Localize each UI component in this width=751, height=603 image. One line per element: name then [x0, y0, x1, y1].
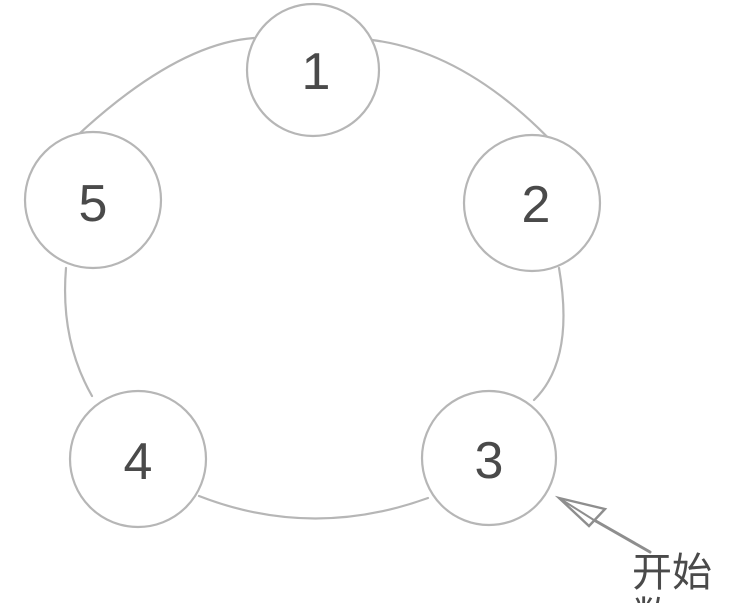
edge-3-4-arc [197, 494, 430, 520]
node-2-circle[interactable] [462, 133, 602, 273]
annotation-label-wrap: 开始数 [632, 551, 751, 603]
node-2[interactable]: 2 [462, 133, 602, 273]
edge-4-5-arc [63, 266, 94, 398]
node-3-circle[interactable] [420, 389, 558, 527]
node-2-label: 2 [522, 176, 551, 234]
node-3[interactable]: 3 [420, 389, 558, 527]
arrow-head-inner-line [558, 497, 598, 523]
node-5-label: 5 [79, 175, 108, 233]
edge-5-1-arc [58, 36, 256, 154]
node-3-label: 3 [475, 432, 504, 490]
start-counting-annotation-label: 开始数 [632, 550, 712, 603]
annotation-arrow [554, 495, 652, 554]
node-4[interactable]: 4 [68, 389, 208, 529]
edge-2-3-arc [532, 266, 565, 402]
node-1-circle[interactable] [245, 2, 381, 138]
arrow-shaft-line [592, 518, 652, 554]
node-5-circle[interactable] [23, 130, 163, 270]
node-4-label: 4 [124, 433, 153, 491]
node-1-label: 1 [302, 43, 331, 101]
node-4-circle[interactable] [68, 389, 208, 529]
node-5[interactable]: 5 [23, 130, 163, 270]
node-1[interactable]: 1 [245, 2, 381, 138]
edge-1-2-arc [370, 38, 560, 150]
edge-group [58, 36, 565, 520]
node-group: 1 2 3 4 5 [23, 2, 602, 529]
